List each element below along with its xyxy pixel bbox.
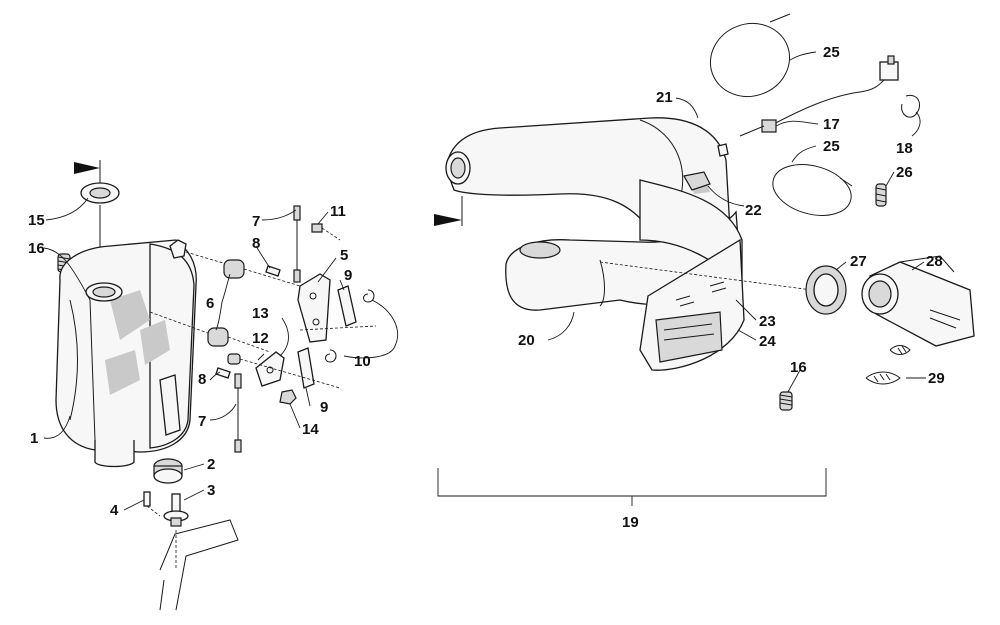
part-14-nut xyxy=(279,389,297,405)
part-27-seal xyxy=(805,265,847,315)
callout-11: 11 xyxy=(330,203,346,220)
callout-23: 23 xyxy=(759,313,776,330)
callout-6: 6 xyxy=(206,295,214,312)
callout-1: 1 xyxy=(30,430,38,447)
callout-10: 10 xyxy=(354,353,371,370)
frame-section xyxy=(159,519,239,611)
alignment-line xyxy=(599,261,813,291)
callout-28: 28 xyxy=(926,253,943,270)
callout-29: 29 xyxy=(928,370,945,387)
callout-7-upper: 7 xyxy=(252,213,260,230)
part-26-spring xyxy=(875,183,887,207)
callout-8-upper: 8 xyxy=(252,235,260,252)
part-29-spring xyxy=(865,345,911,385)
callout-2: 2 xyxy=(207,456,215,473)
callout-27: 27 xyxy=(850,253,867,270)
callout-26: 26 xyxy=(896,164,913,181)
part-13-bracket xyxy=(255,351,285,387)
part-18-clip xyxy=(901,94,921,118)
leader-lines xyxy=(43,51,926,511)
callout-25-upper: 25 xyxy=(823,44,840,61)
part-2-grommet xyxy=(153,458,183,484)
callout-16: 16 xyxy=(28,240,45,257)
callout-21: 21 xyxy=(656,89,673,106)
part-16-spring xyxy=(779,391,793,411)
part-25-band xyxy=(772,164,853,216)
callout-25-lower: 25 xyxy=(823,138,840,155)
callout-labels: 15 16 1 2 3 4 5 6 7 7 8 8 9 9 10 11 12 1… xyxy=(28,44,945,531)
callout-14: 14 xyxy=(302,421,319,438)
part-9-plate xyxy=(297,285,357,389)
part-6-rubber-mount xyxy=(207,259,301,353)
part-7-spring xyxy=(234,205,301,453)
callout-16-right: 16 xyxy=(790,359,807,376)
callout-4: 4 xyxy=(110,502,119,519)
callout-22: 22 xyxy=(745,202,762,219)
part-28-flange xyxy=(861,255,975,347)
part-5-bracket xyxy=(297,273,331,343)
callout-7-lower: 7 xyxy=(198,413,206,430)
callout-18: 18 xyxy=(896,140,913,157)
callout-5: 5 xyxy=(340,247,348,264)
part-17-sensor xyxy=(739,55,899,137)
callout-19: 19 xyxy=(622,514,639,531)
part-22-decal xyxy=(683,171,711,191)
callout-9-lower: 9 xyxy=(320,399,328,416)
callout-17: 17 xyxy=(823,116,840,133)
callout-13: 13 xyxy=(252,305,269,322)
assembly-19-bracket xyxy=(437,468,827,506)
callout-24: 24 xyxy=(759,333,776,350)
part-25-band xyxy=(709,13,791,97)
part-11-bolt xyxy=(311,223,341,241)
part-15-grommet xyxy=(80,182,120,282)
callout-8-lower: 8 xyxy=(198,371,206,388)
part-8-stud xyxy=(215,265,281,379)
callout-3: 3 xyxy=(207,482,215,499)
part-4-pin xyxy=(143,491,161,517)
part-1-muffler xyxy=(55,239,241,468)
callout-9-upper: 9 xyxy=(344,267,352,284)
callout-20: 20 xyxy=(518,332,535,349)
callout-12: 12 xyxy=(252,330,269,347)
flag-marker-icon xyxy=(434,196,463,226)
callout-15: 15 xyxy=(28,212,45,229)
part-24-heat-shield xyxy=(639,238,745,371)
part-3-stud xyxy=(163,493,189,527)
part-10-clip xyxy=(299,289,377,363)
part-12-bushing xyxy=(227,353,341,389)
